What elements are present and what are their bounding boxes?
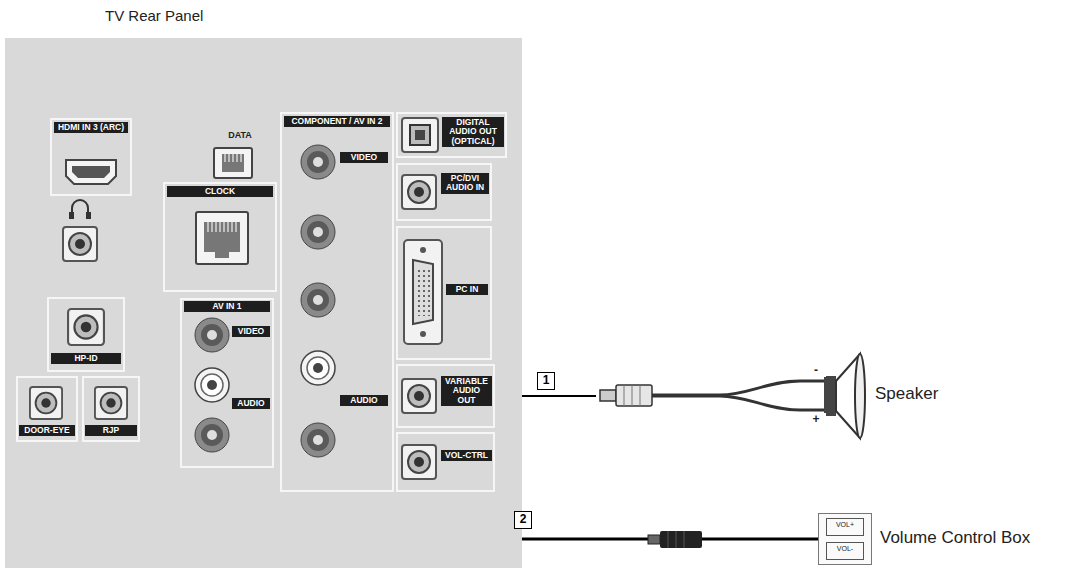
component-jacks (301, 145, 335, 457)
port-label: VARIABLE AUDIO OUT (441, 376, 492, 406)
hdmi-port-box: HDMI IN 3 (ARC) (50, 118, 132, 196)
signal-label: VIDEO (340, 152, 388, 163)
variable-audio-jack (402, 379, 436, 413)
port-label: RJP (85, 425, 137, 436)
control-cable-plug (648, 531, 702, 548)
volume-box-body (818, 513, 872, 565)
polarity-mark: - (806, 364, 826, 377)
callout-number: 1 (537, 372, 555, 390)
volume-button: VOL- (826, 542, 864, 560)
hp-id-jack (68, 309, 104, 345)
port-label: TV Rear Panel (105, 8, 265, 25)
polarity-mark: + (806, 413, 826, 426)
av-in-1-jacks (195, 318, 229, 452)
port-label: DATA (220, 131, 260, 141)
pc-in-port-box: PC IN (396, 226, 492, 360)
port-label: VOL- (826, 545, 864, 553)
hdmi-port (66, 160, 116, 184)
door-eye-port-box: DOOR-EYE (16, 376, 78, 442)
port-label: HP-ID (51, 353, 121, 364)
port-label: DOOR-EYE (19, 425, 75, 436)
rjp-jack (95, 387, 127, 419)
port-label: VOL+ (826, 521, 864, 529)
speaker-symbol (824, 354, 865, 438)
signal-label: AUDIO (232, 398, 270, 409)
port-label: HDMI IN 3 (ARC) (54, 122, 128, 133)
component-port-box: COMPONENT / AV IN 2 VIDEO AUDIO (280, 112, 394, 492)
vol-ctrl-jack (402, 445, 436, 479)
vol-ctrl-port-box: VOL-CTRL (396, 432, 495, 492)
optical-jack (402, 118, 438, 152)
speaker: Speaker (596, 352, 870, 440)
port-label: PC IN (446, 284, 488, 295)
port-label: PC/DVI AUDIO IN (441, 173, 489, 194)
pc-audio-port-box: PC/DVI AUDIO IN (396, 163, 492, 221)
variable-audio-port-box: VARIABLE AUDIO OUT (396, 364, 495, 428)
pc-audio-jack (402, 175, 436, 209)
door-eye-jack (30, 387, 62, 419)
port-label: CLOCK (167, 186, 273, 197)
volume-control-box: Volume Control BoxVOL+VOL- (818, 513, 872, 565)
port-label: Volume Control Box (880, 529, 1070, 548)
hp-id-port-box: HP-ID (47, 297, 125, 372)
port-label: DIGITAL AUDIO OUT (OPTICAL) (442, 117, 504, 147)
speaker-plug-and-wires (600, 381, 826, 410)
rjp-port-box: RJP (82, 376, 140, 442)
optical-port-box: DIGITAL AUDIO OUT (OPTICAL) (396, 112, 507, 158)
volume-button: VOL+ (826, 518, 864, 536)
headphone-jack (63, 200, 97, 261)
port-label: AV IN 1 (184, 301, 270, 312)
callout-number: 2 (514, 511, 532, 529)
port-label: VOL-CTRL (441, 450, 492, 461)
port-label: Speaker (875, 385, 995, 404)
signal-label: AUDIO (340, 395, 388, 406)
vga-connector (404, 240, 442, 344)
clock-port-box: CLOCK (163, 182, 277, 292)
port-label: COMPONENT / AV IN 2 (284, 116, 390, 127)
signal-label: VIDEO (232, 326, 270, 337)
av-in-port-box: AV IN 1 VIDEO AUDIO (180, 298, 274, 468)
clock-jack (196, 212, 248, 264)
data-jack (214, 148, 252, 178)
rear-panel: TV Rear PanelHDMI IN 3 (ARC)HP-IDDOOR-EY… (5, 38, 522, 568)
panel-ground (5, 38, 522, 568)
